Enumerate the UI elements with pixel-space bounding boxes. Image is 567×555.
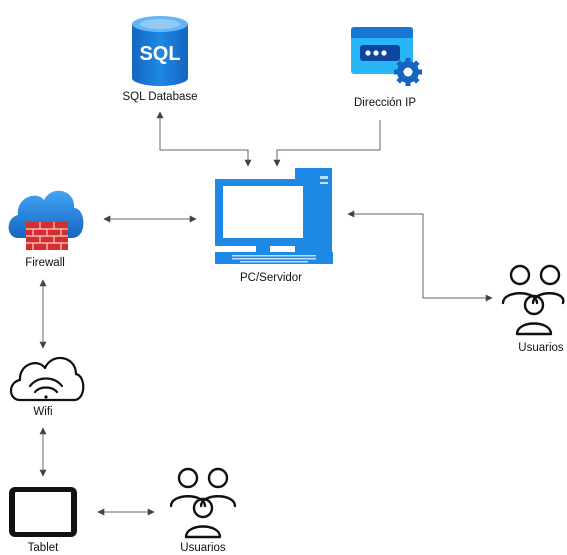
label-sql-database: SQL Database — [122, 91, 198, 103]
sql-icon-text: SQL — [139, 43, 180, 65]
label-usuarios-bottom: Usuarios — [180, 542, 226, 554]
tablet-icon — [9, 487, 77, 537]
connectors — [39, 111, 493, 516]
gear-icon — [394, 58, 422, 86]
label-tablet: Tablet — [27, 542, 59, 554]
connector-sql-to-pc — [156, 111, 252, 167]
brick-wall — [26, 222, 68, 250]
sql-database-icon: SQL — [132, 16, 188, 86]
wifi-cloud-icon — [9, 357, 85, 402]
connector-pc-to-users — [347, 210, 493, 302]
label-usuarios-right: Usuarios — [518, 342, 564, 354]
label-firewall: Firewall — [25, 257, 65, 269]
connector-ip-to-pc — [273, 120, 381, 167]
label-wifi: Wifi — [33, 406, 53, 418]
label-pc-servidor: PC/Servidor — [240, 272, 302, 284]
label-direccion-ip: Dirección IP — [354, 97, 416, 109]
users-group-icon-right — [501, 264, 565, 336]
computer-server-icon — [215, 168, 333, 264]
firewall-cloud-icon — [8, 190, 84, 250]
users-group-icon-bottom — [169, 467, 237, 539]
ip-address-icon — [351, 27, 422, 86]
